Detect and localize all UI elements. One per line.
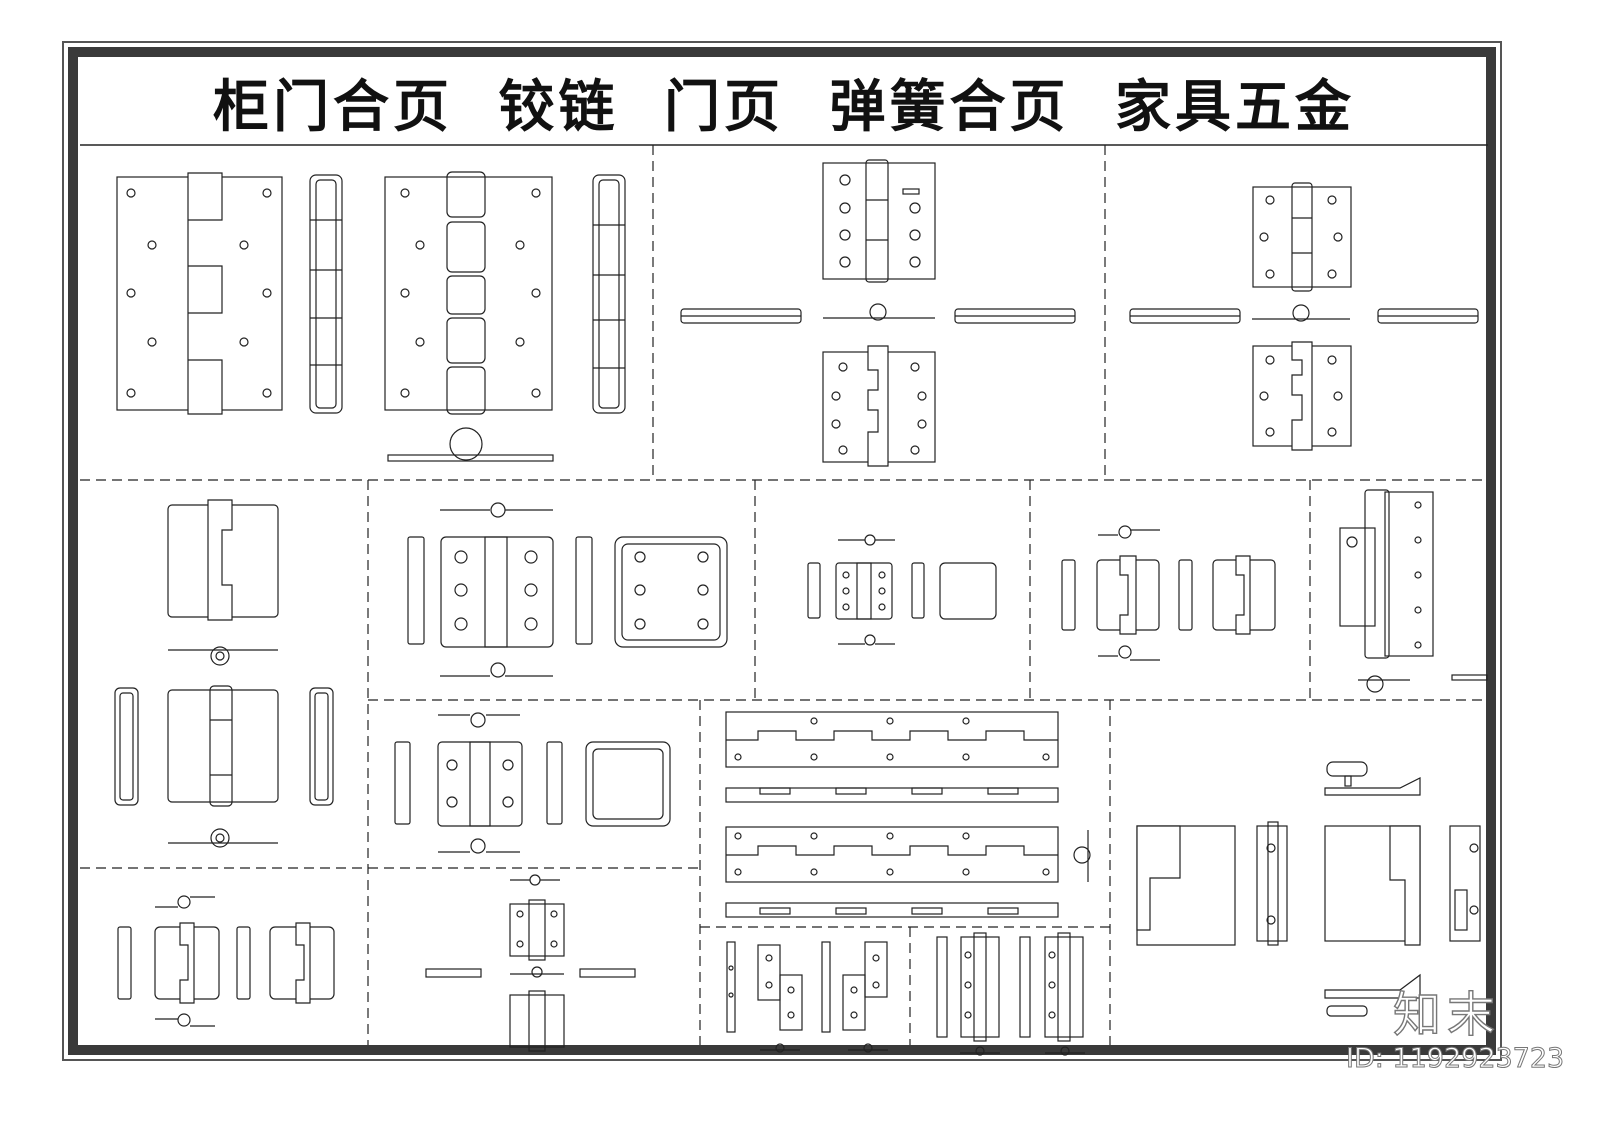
butt-hinge-large-a: [116, 172, 283, 415]
spring-hinge-large-side: [592, 174, 626, 414]
brand-watermark: 知末: [1392, 986, 1502, 1043]
butt-hinge-medium-c-top: [1129, 304, 1479, 324]
lift-off-hinge-a: [167, 499, 279, 666]
spring-hinge-small-a: [1061, 525, 1276, 661]
flag-hinge-set-a: [726, 941, 888, 1053]
sheet-title: 柜门合页 铰链 门页 弹簧合页 家具五金: [213, 74, 1355, 140]
butt-hinge-medium-d: [1252, 341, 1352, 451]
small-butt-hinge-e: [425, 874, 636, 1052]
door-spring-hinge-tall: [1339, 489, 1488, 693]
lift-off-hinge-b: [114, 685, 334, 848]
cabinet-hinge-b: [394, 712, 671, 854]
cabinet-hinge-a: [407, 502, 728, 678]
spring-hinge-large: [384, 171, 553, 415]
small-hinge-b: [807, 534, 997, 646]
flag-hinge-set-b: [936, 932, 1085, 1056]
piano-hinge-a: [725, 711, 1059, 768]
butt-hinge-medium-c: [1252, 182, 1352, 292]
butt-hinge-medium-b: [822, 345, 936, 467]
spring-hinge-large-top: [387, 427, 554, 462]
butt-hinge-large-a-side: [309, 174, 343, 414]
drawing-border: [68, 47, 1496, 1055]
butt-hinge-medium-a-top: [680, 303, 1076, 324]
panel-grid: [80, 144, 1488, 1045]
butt-hinge-medium-a: [822, 159, 936, 283]
piano-hinge-a-top: [725, 787, 1059, 803]
piano-hinge-b: [725, 826, 1091, 883]
small-spring-hinge-c: [117, 895, 335, 1027]
glass-door-hinge: [1136, 761, 1481, 1017]
piano-hinge-b-top: [725, 902, 1059, 918]
id-watermark: ID: 1192923723: [1345, 1043, 1565, 1075]
